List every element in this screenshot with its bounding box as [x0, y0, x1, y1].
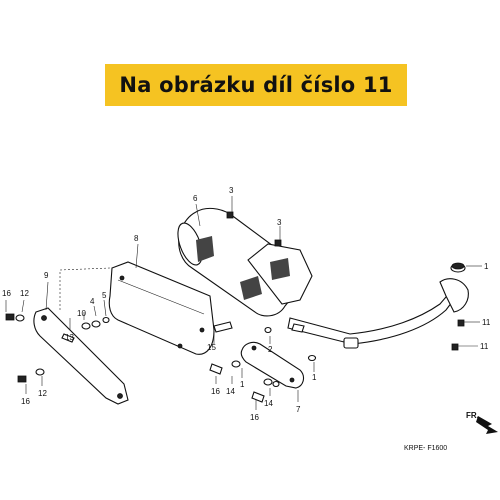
callout-1: 1 [484, 262, 489, 271]
bracket-left [33, 307, 129, 405]
callout-9: 9 [44, 271, 49, 280]
callout-1-nut: 1 [312, 373, 317, 382]
callout-3b: 3 [277, 218, 282, 227]
front-direction-marker: FR. [466, 411, 498, 434]
callout-6: 6 [193, 194, 198, 203]
callout-12a: 12 [20, 289, 29, 298]
drawing-code: KRPE- F1600 [404, 445, 447, 452]
callout-16a: 16 [2, 289, 11, 298]
callout-16d: 16 [250, 413, 259, 422]
part-number-banner: Na obrázku díl číslo 11 [105, 64, 407, 106]
callout-15: 15 [207, 343, 216, 352]
callout-14a: 14 [226, 387, 235, 396]
front-label: FR. [466, 411, 479, 420]
muffler-body [177, 207, 313, 317]
callout-labels: 3 3 6 8 9 1 11 11 16 12 13 10 4 5 16 12 … [2, 186, 491, 422]
front-arrow-icon [476, 416, 498, 434]
callout-12b: 12 [38, 389, 47, 398]
callout-1-washer: 1 [240, 380, 245, 389]
leader-lines [5, 196, 482, 410]
callout-10: 10 [77, 309, 86, 318]
callout-16c: 16 [211, 387, 220, 396]
exhaust-pipe [287, 262, 469, 349]
callout-16b: 16 [21, 397, 30, 406]
callout-14b: 14 [264, 399, 273, 408]
callout-7: 7 [296, 405, 301, 414]
callout-5: 5 [102, 291, 107, 300]
banner-text: Na obrázku díl číslo 11 [119, 73, 393, 97]
callout-3a: 3 [229, 186, 234, 195]
heat-guard [108, 261, 215, 355]
callout-4: 4 [90, 297, 95, 306]
bracket-right [240, 341, 305, 389]
callout-2: 2 [268, 345, 273, 354]
fasteners [5, 211, 465, 403]
callout-13: 13 [65, 333, 74, 342]
callout-11a: 11 [482, 318, 491, 327]
callout-8: 8 [134, 234, 139, 243]
callout-11b: 11 [480, 342, 489, 351]
